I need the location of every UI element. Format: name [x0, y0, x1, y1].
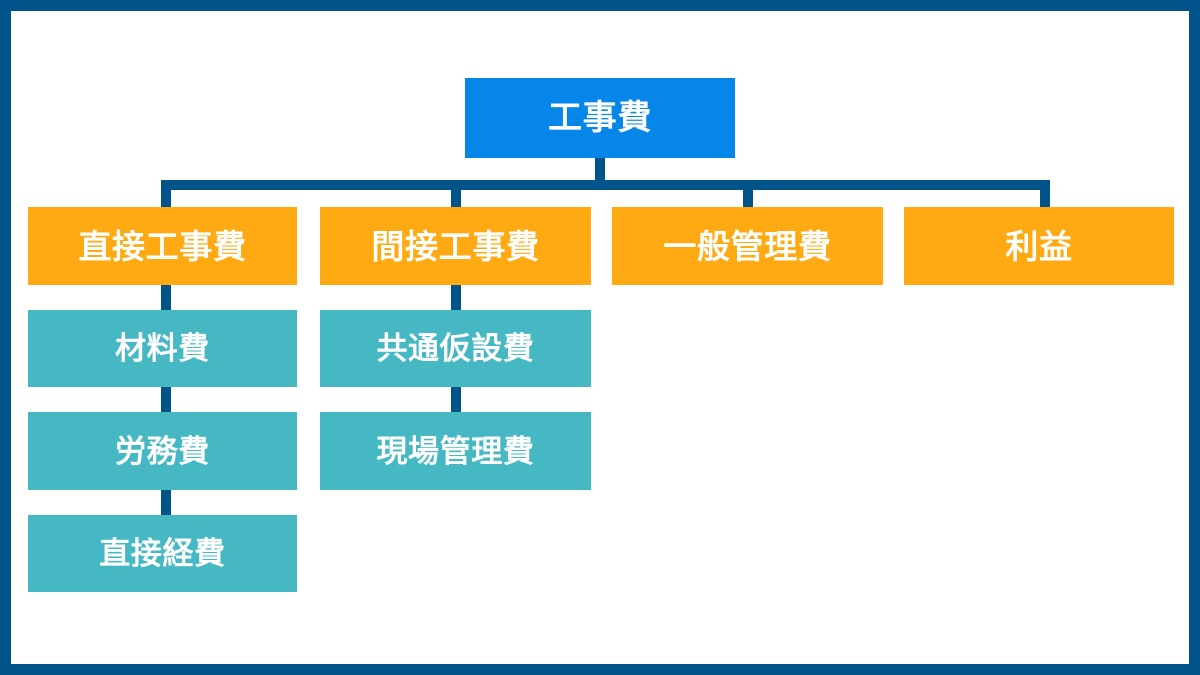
node-root-label: 工事費 — [547, 99, 653, 137]
node-level1-label-3: 一般管理費 — [663, 227, 832, 265]
connector-horizontal-bar — [161, 180, 1050, 190]
node-level2-label-c2-1: 共通仮設費 — [376, 331, 535, 366]
connector-drop-4 — [1040, 180, 1050, 208]
connector-col1-link-1 — [161, 284, 171, 312]
node-level1-label-1: 直接工事費 — [78, 227, 247, 265]
node-direct-expenses[interactable]: 直接経費 — [28, 515, 297, 592]
connector-col2-link-1 — [451, 284, 461, 312]
node-labor-cost[interactable]: 労務費 — [28, 412, 297, 490]
connector-root-stem — [595, 158, 605, 181]
node-level1-label-4: 利益 — [1005, 227, 1073, 265]
node-site-management-cost[interactable]: 現場管理費 — [320, 412, 591, 490]
connector-col2-link-2 — [451, 386, 461, 414]
node-indirect-construction-cost[interactable]: 間接工事費 — [320, 207, 591, 285]
connector-drop-2 — [451, 180, 461, 208]
node-level2-label-c1-2: 労務費 — [115, 433, 210, 469]
node-root-construction-cost[interactable]: 工事費 — [465, 78, 735, 158]
node-level2-label-c1-3: 直接経費 — [99, 536, 226, 571]
node-general-admin-cost[interactable]: 一般管理費 — [612, 207, 883, 285]
connector-drop-1 — [161, 180, 171, 208]
node-common-temporary-works-cost[interactable]: 共通仮設費 — [320, 310, 591, 387]
node-material-cost[interactable]: 材料費 — [28, 310, 297, 387]
connector-drop-3 — [743, 180, 753, 208]
connector-col1-link-2 — [161, 386, 171, 414]
connector-col1-link-3 — [161, 489, 171, 517]
node-level2-label-c2-2: 現場管理費 — [376, 433, 535, 469]
node-profit[interactable]: 利益 — [904, 207, 1174, 285]
node-level2-label-c1-1: 材料費 — [115, 331, 210, 366]
node-direct-construction-cost[interactable]: 直接工事費 — [28, 207, 297, 285]
node-level1-label-2: 間接工事費 — [371, 227, 540, 265]
